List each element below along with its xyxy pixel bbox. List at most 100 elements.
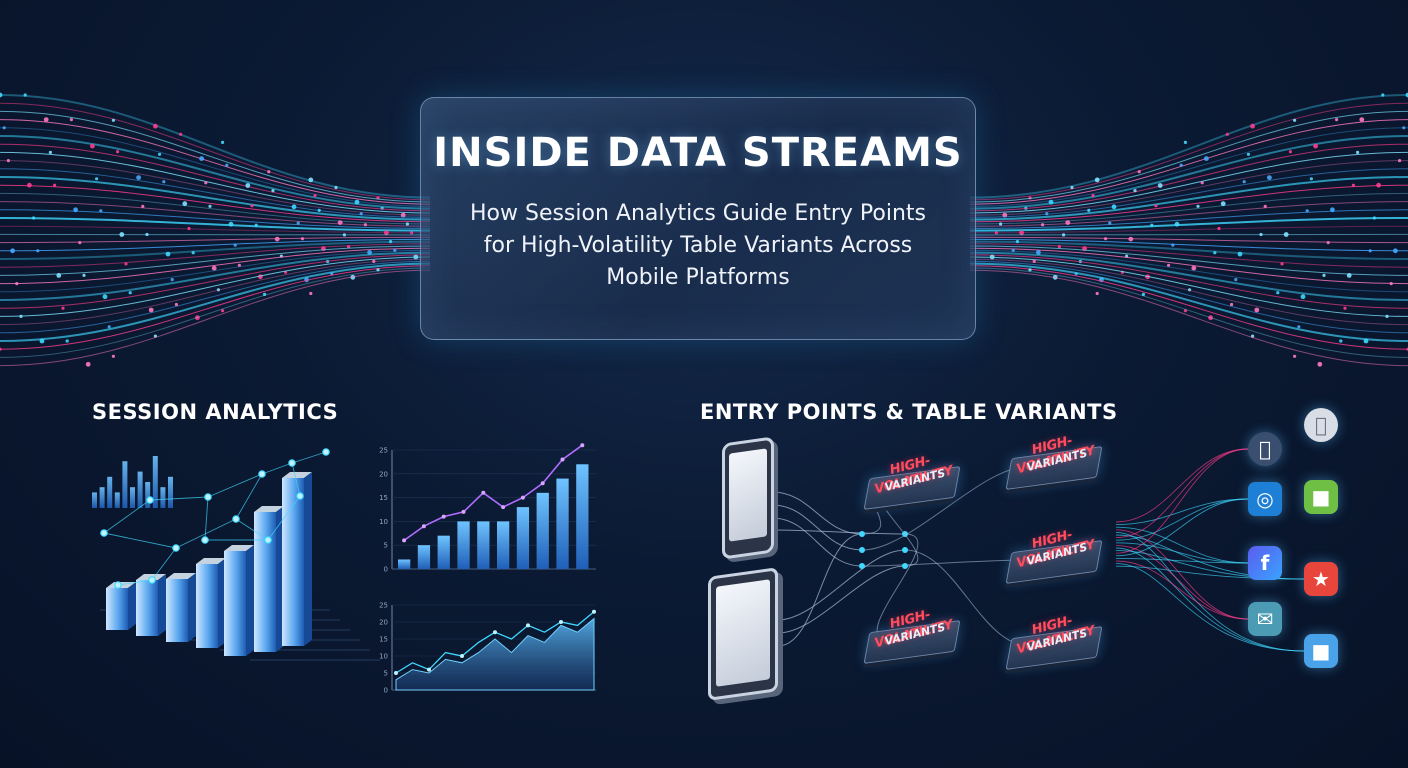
stream-line — [0, 192, 431, 225]
trend-point — [560, 457, 565, 462]
stream-dot — [317, 208, 321, 212]
mini-bar — [145, 482, 151, 508]
stream-dot — [1174, 221, 1180, 227]
stream-dot — [141, 204, 145, 208]
network-link — [291, 462, 301, 497]
stream-dot — [78, 241, 82, 245]
stream-dot — [1356, 150, 1360, 154]
stream-dot — [1300, 294, 1306, 300]
connector-line — [777, 549, 906, 621]
bar — [576, 464, 589, 569]
stream-line — [969, 168, 1408, 218]
3d-bar-side — [158, 574, 166, 636]
network-link — [207, 473, 263, 498]
stream-dot — [389, 240, 393, 244]
stream-dot — [56, 273, 62, 278]
stream-dot — [1368, 249, 1372, 253]
stream-line — [969, 217, 1408, 232]
trend-point — [421, 524, 426, 529]
stream-dot — [1036, 250, 1041, 255]
stream-dot — [1402, 126, 1406, 130]
stream-dot — [23, 93, 27, 97]
area-fill — [395, 617, 595, 691]
stream-dot — [221, 309, 225, 313]
platform-fan-lines — [1115, 448, 1305, 652]
stream-dot — [1288, 150, 1292, 154]
stream-line — [0, 225, 431, 234]
variant-card: HIGH-VOLATILITY VARIANTS — [1004, 526, 1104, 584]
stream-dot — [1339, 339, 1343, 343]
stream-dot — [136, 175, 142, 181]
stream-dot — [102, 294, 108, 300]
stream-dot — [31, 216, 36, 220]
stream-dot — [148, 307, 154, 313]
stream-line — [969, 236, 1408, 244]
stream-dot — [174, 302, 178, 307]
stream-dot — [263, 292, 267, 296]
stream-line — [969, 143, 1408, 212]
tablet-screen — [716, 579, 770, 687]
stream-dot — [1015, 240, 1020, 244]
stream-line — [0, 160, 431, 216]
fan-line — [1115, 448, 1249, 539]
stream-dot — [300, 237, 304, 241]
apple-icon:  — [1304, 408, 1338, 442]
stream-line — [0, 110, 431, 203]
network-link — [103, 532, 177, 549]
hero-title: INSIDE DATA STREAMS — [433, 130, 963, 176]
3d-bar — [136, 580, 158, 636]
stream-dot — [363, 223, 367, 227]
stream-dot — [1254, 307, 1260, 313]
stream-dot — [1230, 302, 1234, 307]
stream-dot — [1305, 209, 1309, 213]
stream-dot — [1259, 232, 1263, 237]
stream-line — [969, 243, 1408, 268]
stream-line — [0, 184, 431, 223]
stream-dot — [162, 180, 166, 184]
stream-line — [0, 238, 431, 252]
bar — [536, 492, 549, 569]
network-link — [149, 496, 209, 501]
y-tick-label: 10 — [379, 653, 388, 661]
stream-dot — [1242, 180, 1246, 184]
3d-bar — [224, 551, 246, 656]
stream-line — [969, 245, 1408, 276]
stream-dot — [1351, 183, 1355, 187]
stream-dot — [1065, 220, 1071, 226]
network-node — [114, 581, 122, 589]
trend-point — [520, 495, 525, 500]
3d-bar — [282, 478, 304, 646]
stream-dot — [128, 291, 132, 295]
stream-dot — [1372, 216, 1376, 220]
variant-card: HIGH-VOLATILITY VARIANTS — [862, 452, 962, 510]
mini-bar — [137, 471, 143, 508]
stream-line — [0, 258, 431, 326]
stream-line — [0, 236, 431, 244]
apple-icon:  — [1248, 432, 1282, 466]
y-tick-label: 20 — [379, 619, 388, 627]
stream-dot — [1183, 309, 1187, 313]
stream-line — [969, 176, 1408, 221]
connector-node — [859, 563, 865, 569]
stream-dot — [1393, 248, 1398, 254]
3d-bar-top — [196, 558, 226, 564]
stream-dot — [1234, 278, 1238, 282]
stream-line — [0, 151, 431, 214]
stream-dot — [85, 361, 91, 367]
network-node — [322, 448, 330, 456]
y-tick-label: 20 — [379, 470, 388, 478]
stream-line — [0, 168, 431, 218]
stream-dot — [208, 204, 212, 208]
stream-line — [0, 247, 431, 285]
stream-line — [969, 201, 1408, 227]
stream-dot — [1095, 291, 1099, 296]
stream-dot — [195, 315, 200, 321]
stream-dot — [1398, 159, 1402, 163]
data-streams-left — [0, 92, 431, 367]
stream-line — [0, 262, 431, 342]
tablet-device — [708, 567, 778, 701]
fan-line — [1115, 542, 1249, 564]
stream-line — [969, 102, 1408, 201]
connector-node — [902, 563, 908, 569]
